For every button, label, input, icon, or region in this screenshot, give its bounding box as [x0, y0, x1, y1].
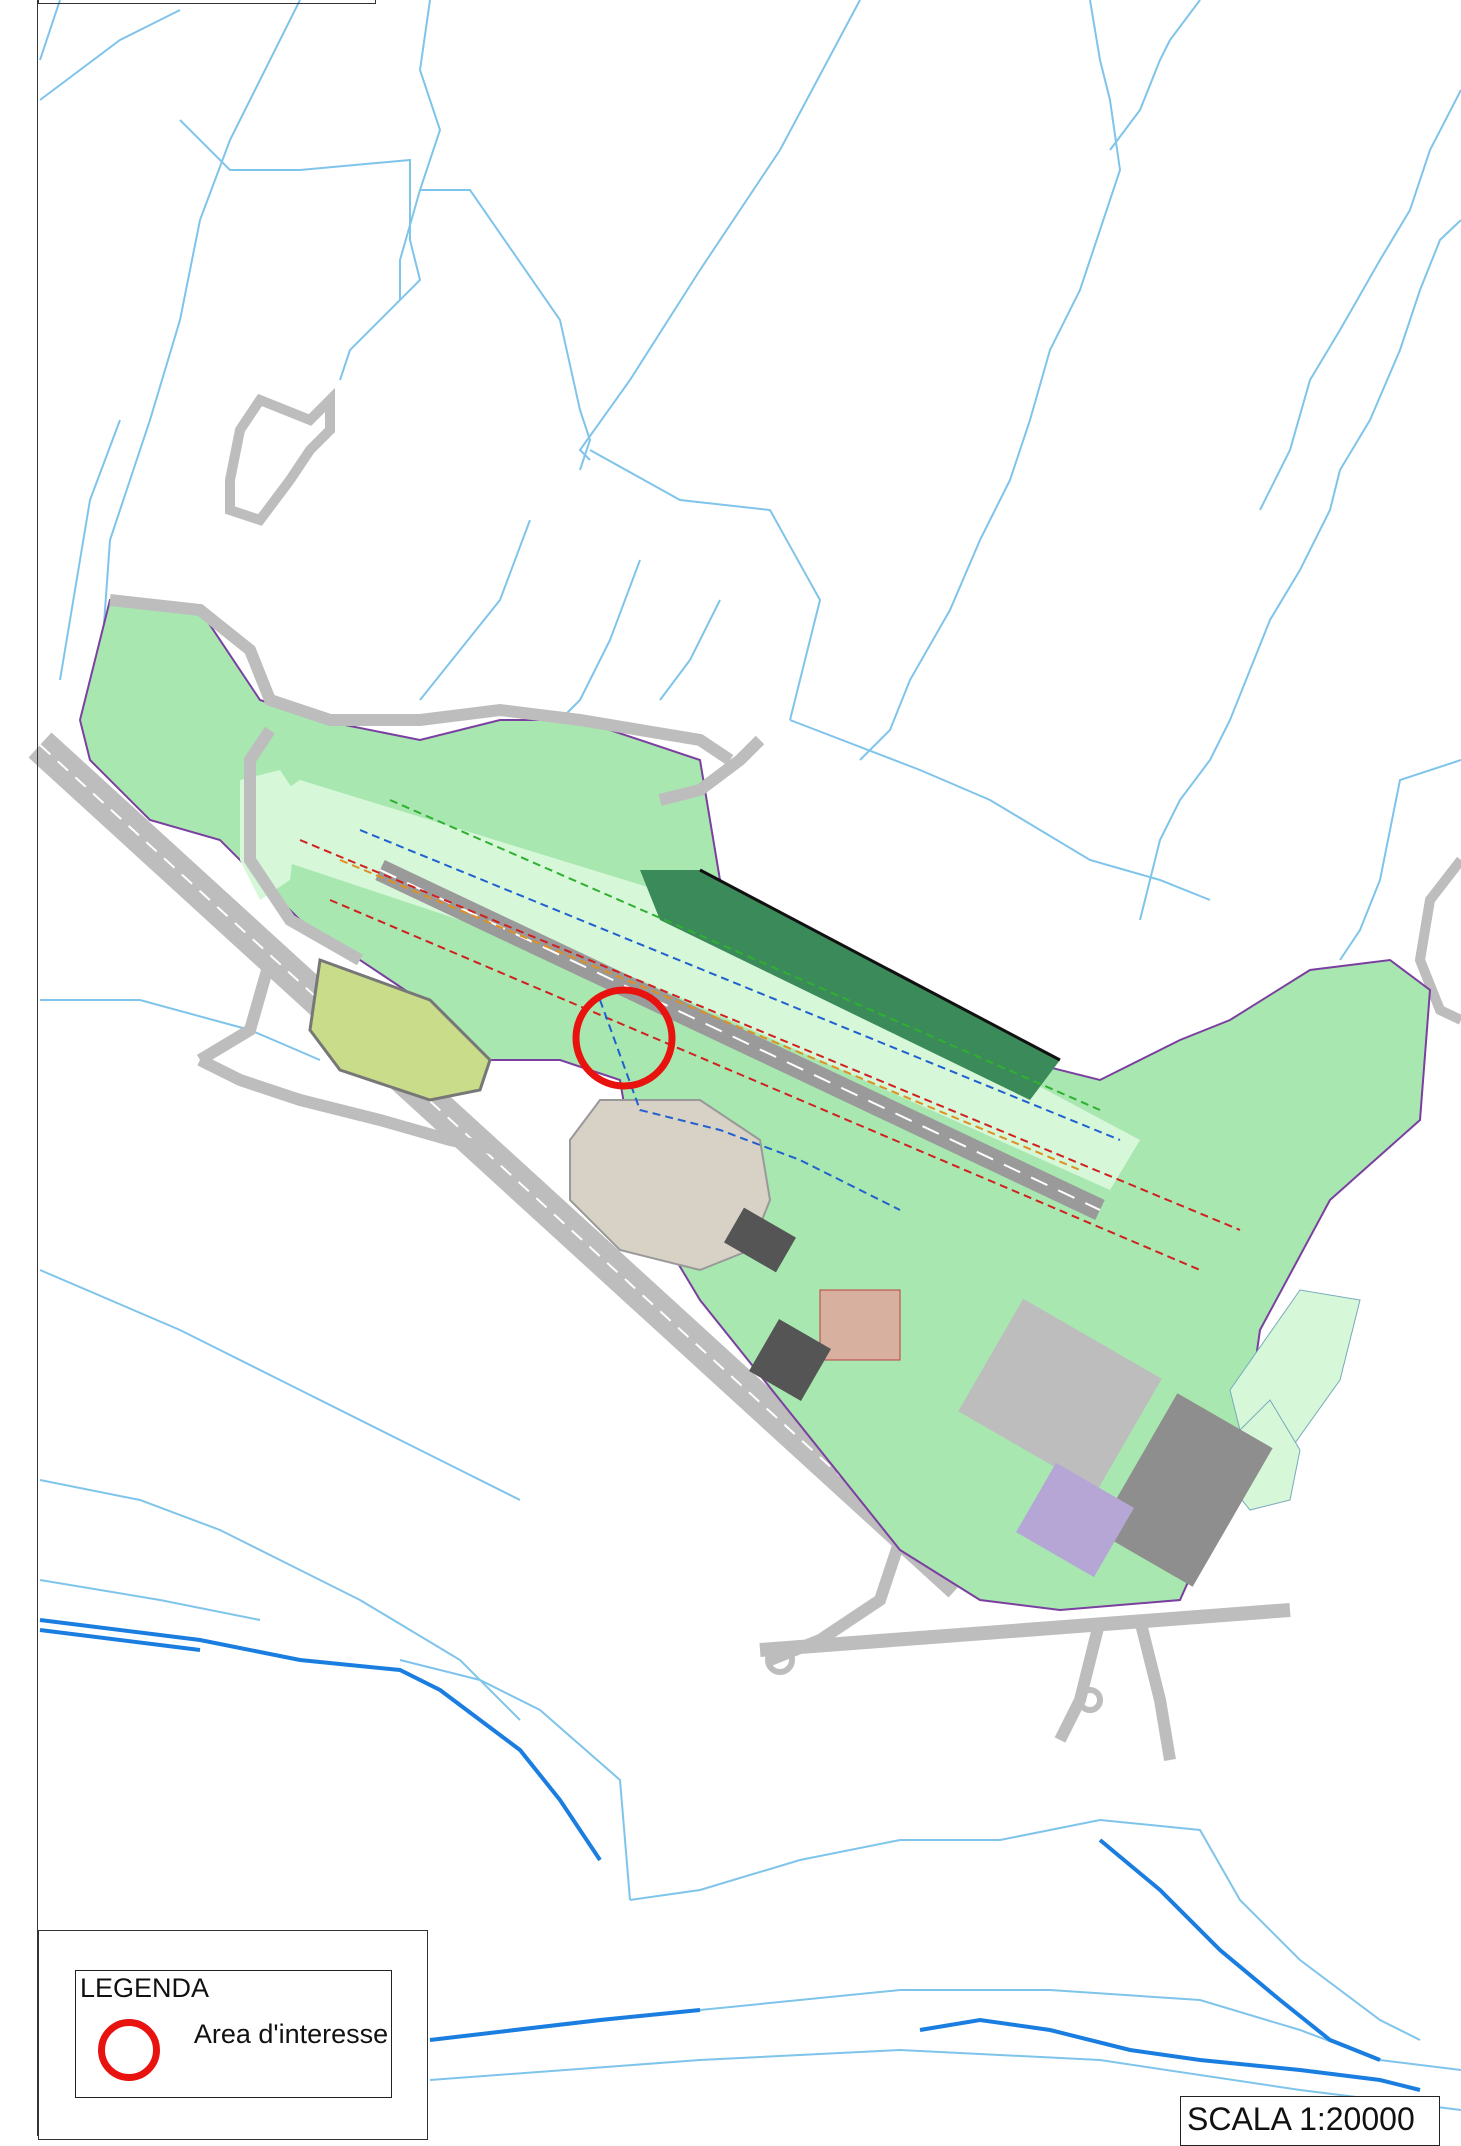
legend: LEGENDA Area d'interesse — [75, 1970, 392, 2098]
main-canals — [39, 1618, 1421, 2092]
utility-lines — [299, 799, 1241, 1271]
apron — [569, 1099, 772, 1272]
map-frame-left — [0, 0, 38, 2136]
legend-item-label: Area d'interesse — [193, 2019, 389, 2049]
scale-label: SCALA 1:20000 — [1187, 2101, 1415, 2137]
embankment — [640, 870, 1060, 1100]
scale-box: SCALA 1:20000 — [1180, 2096, 1440, 2146]
highway — [28, 732, 1461, 1761]
water-channels — [39, 0, 1461, 2111]
area-of-interest-marker — [572, 986, 676, 1090]
red-circle-icon — [98, 2019, 160, 2081]
north-loop-road — [225, 387, 335, 526]
map-frame-top — [38, 0, 376, 4]
perimeter-roads — [109, 594, 765, 1156]
legend-title: LEGENDA — [80, 1973, 210, 2003]
terminal-complex — [724, 1207, 1273, 1587]
